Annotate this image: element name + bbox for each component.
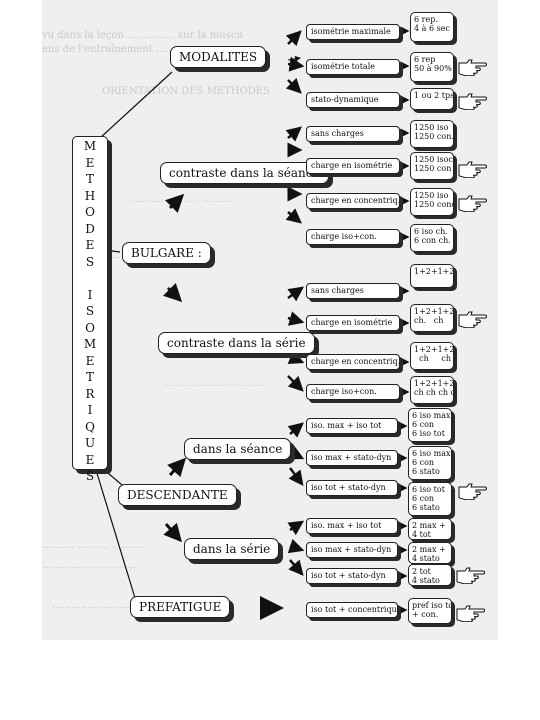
method-box: iso. max + iso tot xyxy=(306,418,398,434)
vertical-title-letter: S xyxy=(85,254,95,269)
method-box: isométrie maximale xyxy=(306,24,400,40)
node-contraste-seance: contraste dans la séance xyxy=(160,162,329,184)
vertical-title-letter: T xyxy=(85,370,94,384)
vertical-title-letter: I xyxy=(87,403,93,417)
pointing-hand-icon xyxy=(458,195,487,212)
result-box: 1+2+1+2 ch. ch xyxy=(410,304,454,332)
result-box: 1+2+1+2 ch ch ch ch xyxy=(410,376,454,404)
result-box: 6 rep. 4 à 6 sec xyxy=(410,12,454,42)
node-desc-serie: dans la série xyxy=(184,538,280,560)
vertical-title-box xyxy=(72,136,108,470)
result-box: 6 iso max 6 con 6 stato xyxy=(408,446,452,480)
vertical-title-letter: E xyxy=(85,452,95,467)
node-bulgare: BULGARE : xyxy=(122,242,211,264)
method-box: charge en concentriq. xyxy=(306,354,400,370)
vertical-title-letter: S xyxy=(85,304,95,318)
method-box: charge en concentriq. xyxy=(306,193,400,209)
vertical-title-letter: D xyxy=(85,221,95,236)
vertical-title-letter: O xyxy=(85,320,95,335)
vertical-title-letter xyxy=(75,270,105,287)
vertical-title-letter: R xyxy=(85,386,95,401)
pointing-hand-icon xyxy=(458,59,487,76)
node-prefatigue: PREFATIGUE xyxy=(130,596,231,618)
node-desc-seance: dans la séance xyxy=(184,438,292,460)
method-box: isométrie totale xyxy=(306,59,400,75)
vertical-title-letter: H xyxy=(84,188,96,203)
method-box: iso. max + iso tot xyxy=(306,518,398,534)
result-box: pref iso to + con. xyxy=(408,598,452,624)
method-box: iso tot + stato-dyn xyxy=(306,568,398,584)
method-box: iso max + stato-dyn xyxy=(306,450,398,466)
pointing-hand-icon xyxy=(458,93,487,110)
pointing-hand-icon xyxy=(456,605,485,622)
vertical-title-letter: Q xyxy=(85,419,95,434)
result-box: 2 max + 4 stato xyxy=(408,542,452,564)
vertical-title-letter: E xyxy=(85,238,95,252)
vertical-title-letter: I xyxy=(87,287,93,302)
vertical-title-letter: M xyxy=(83,337,97,351)
method-box: stato-dynamique xyxy=(306,92,400,108)
vertical-title-letter: U xyxy=(84,436,96,450)
vertical-title-letter: E xyxy=(85,155,95,170)
method-box: charge en isométrie xyxy=(306,158,400,174)
vertical-title-letter: S xyxy=(85,469,95,483)
vertical-title-letter: T xyxy=(85,172,94,186)
result-box: 1+2+1+2 xyxy=(410,264,454,288)
result-box: 2 max + 4 tot xyxy=(408,518,452,540)
method-box: sans charges xyxy=(306,126,400,142)
method-box: charge en isométrie xyxy=(306,315,400,331)
result-box: 6 iso ch. 6 con ch. xyxy=(410,224,454,252)
method-box: charge iso+con. xyxy=(306,384,400,400)
result-box: 1 ou 2 tps xyxy=(410,88,454,110)
node-descendante: DESCENDANTE xyxy=(118,484,237,506)
vertical-title-letter: O xyxy=(85,205,95,219)
pointing-hand-icon xyxy=(456,567,485,584)
result-box: 1+2+1+2 ch ch xyxy=(410,342,454,370)
method-box: sans charges xyxy=(306,283,400,299)
result-box: 6 iso tot 6 con 6 stato xyxy=(408,482,452,516)
result-box: 6 rep 50 à 90% xyxy=(410,52,454,82)
node-modalites: MODALITES xyxy=(170,46,267,68)
result-box: 1250 iso 1250 con. xyxy=(410,120,454,148)
pointing-hand-icon xyxy=(458,311,487,328)
node-contraste-serie: contraste dans la série xyxy=(158,332,315,354)
result-box: 2 tot 4 stato xyxy=(408,564,452,586)
pointing-hand-icon xyxy=(458,483,487,500)
vertical-title-letter: E xyxy=(85,353,95,368)
vertical-title-letter: M xyxy=(83,139,97,153)
pointing-hand-icon xyxy=(458,161,487,178)
result-box: 6 iso max 6 con 6 iso tot xyxy=(408,408,452,442)
method-box: charge iso+con. xyxy=(306,229,400,245)
method-box: iso tot + stato-dyn xyxy=(306,480,398,496)
method-box: iso max + stato-dyn xyxy=(306,542,398,558)
method-box: iso tot + concentrique xyxy=(306,602,398,618)
